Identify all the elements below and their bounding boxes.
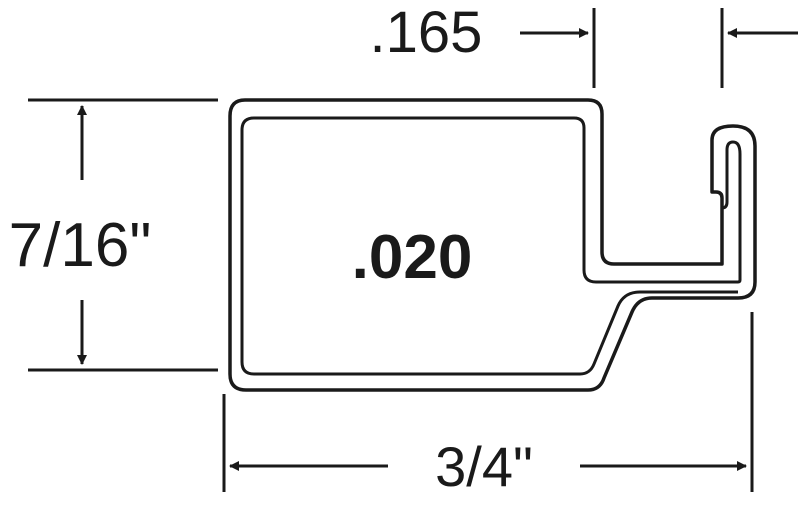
profile-inner-bottom (240, 116, 738, 376)
gap-dimension-label: .165 (370, 0, 483, 65)
width-dimension-label: 3/4" (435, 435, 533, 498)
profile-inner-contour (254, 116, 742, 284)
profile-outer-contour (228, 98, 757, 392)
thickness-label: .020 (352, 223, 473, 292)
height-dimension-label: 7/16" (9, 211, 152, 280)
